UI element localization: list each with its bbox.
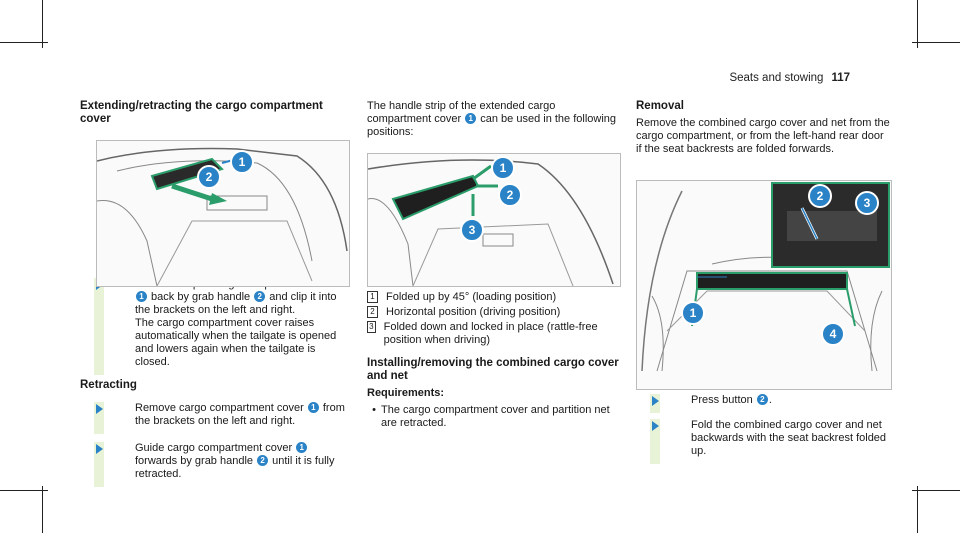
callout-2-icon: 2	[498, 183, 522, 207]
figure-remove-cover-net: 2 3 1 4	[636, 180, 892, 390]
callout-1-icon: 1	[465, 113, 477, 124]
figure-handle-positions: 1 2 3	[367, 153, 621, 287]
instruction-step: Remove cargo compartment cover 1 from th…	[80, 402, 350, 434]
crop-mark	[912, 42, 960, 43]
step-text: from the brackets on the left and right.	[135, 402, 345, 427]
step-text: back by grab handle	[148, 291, 254, 303]
step-text: Fold the combined cargo cover and net ba…	[691, 419, 887, 457]
intro-part: can be used in the following positions:	[367, 113, 617, 138]
step-arrow-icon	[652, 396, 659, 406]
step-note: The cargo compartment cover raises autom…	[135, 317, 337, 368]
step-text: until it is fully retracted.	[135, 455, 335, 480]
instruction-step: Guide cargo compartment cover 1 forwards…	[80, 442, 350, 487]
step-bar	[650, 419, 660, 464]
column-3: Removal Remove the combined cargo cover …	[636, 100, 891, 468]
step-text: .	[768, 394, 772, 406]
step-text: Press button	[691, 394, 756, 406]
step-text: Guide cargo compartment cover	[135, 442, 296, 454]
callout-3-icon: 3	[855, 191, 879, 215]
callout-1-icon: 1	[230, 150, 254, 174]
callout-1-icon: 1	[681, 301, 705, 325]
step-text: forwards by grab handle	[135, 455, 257, 467]
crop-mark	[912, 490, 960, 491]
instruction-step: To extend: pull cargo compartment cover …	[80, 278, 350, 375]
handle-strip-illustration	[368, 159, 614, 286]
callout-2-icon: 2	[197, 165, 221, 189]
callout-2-icon: 2	[257, 455, 269, 466]
crop-mark	[0, 42, 48, 43]
instruction-step: Press button 2.	[636, 394, 891, 413]
callout-2-icon: 2	[254, 291, 266, 302]
crop-mark	[0, 490, 48, 491]
section-heading: Installing/removing the combined cargo c…	[367, 357, 619, 382]
callout-3-icon: 3	[460, 218, 484, 242]
section-heading: Removal	[636, 100, 684, 112]
list-text: Folded up by 45° (loading position)	[386, 291, 557, 303]
list-text: Folded down and locked in place (rattle-…	[383, 321, 598, 346]
body-text: Remove the combined cargo cover and net …	[636, 117, 890, 155]
bullet-icon: •	[372, 404, 376, 416]
list-item: 2 Horizontal position (driving position)	[367, 306, 622, 319]
section-heading: Extending/retracting the cargo compartme…	[80, 100, 323, 125]
page-header: Seats and stowing 117	[729, 72, 850, 84]
step-text: and clip it into the brackets on the lef…	[135, 291, 337, 316]
list-item: 3 Folded down and locked in place (rattle…	[367, 321, 622, 347]
list-item: 1 Folded up by 45° (loading position)	[367, 291, 622, 304]
figure-cargo-cover-extend: 1 2	[96, 140, 350, 287]
section-title: Seats and stowing	[729, 72, 824, 84]
list-text: The cargo compartment cover and partitio…	[381, 404, 610, 429]
column-1: Extending/retracting the cargo compartme…	[80, 100, 350, 491]
step-bar	[94, 442, 104, 487]
crop-mark	[42, 486, 43, 533]
step-arrow-icon	[96, 444, 103, 454]
list-number: 1	[367, 291, 378, 303]
step-text: Remove cargo compartment cover	[135, 402, 307, 414]
list-text: Horizontal position (driving position)	[386, 306, 561, 318]
callout-2-icon: 2	[756, 394, 768, 405]
callout-1-icon: 1	[136, 291, 147, 302]
crop-mark	[42, 0, 43, 48]
crop-mark	[917, 0, 918, 48]
callout-1-icon: 1	[307, 402, 319, 413]
instruction-step: Fold the combined cargo cover and net ba…	[636, 419, 891, 464]
step-bar	[94, 402, 104, 434]
list-number: 3	[367, 321, 376, 333]
crop-mark	[917, 486, 918, 533]
list-item: • The cargo compartment cover and partiti…	[367, 404, 622, 430]
intro-part: The handle strip of the extended cargo c…	[367, 100, 556, 125]
callout-2-icon: 2	[808, 184, 832, 208]
subheading: Retracting	[80, 379, 137, 391]
step-bar	[94, 278, 104, 375]
callout-4-icon: 4	[821, 322, 845, 346]
callout-1-icon: 1	[296, 442, 308, 453]
list-number: 2	[367, 306, 378, 318]
trunk-illustration	[641, 182, 890, 372]
column-2: The handle strip of the extended cargo c…	[367, 100, 622, 432]
page-number: 117	[831, 72, 850, 84]
callout-1-icon: 1	[491, 156, 515, 180]
intro-text: The handle strip of the extended cargo c…	[367, 100, 622, 139]
step-arrow-icon	[652, 421, 659, 431]
cargo-compartment-illustration	[97, 147, 348, 286]
requirements-label: Requirements:	[367, 387, 445, 399]
step-arrow-icon	[96, 404, 103, 414]
